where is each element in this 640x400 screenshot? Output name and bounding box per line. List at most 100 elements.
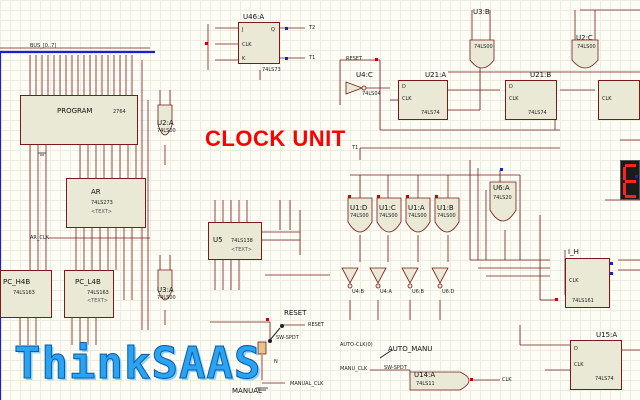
pc-l4b-chip[interactable]: PC_L4B 74LS163 <TEXT> bbox=[64, 270, 114, 318]
net-t2: T2 bbox=[309, 25, 316, 31]
pin-dot bbox=[375, 58, 378, 61]
i-h-part: 74LS161 bbox=[572, 298, 594, 304]
net-reset-switch: RESET bbox=[308, 322, 325, 328]
u15a-pin-d: D bbox=[574, 346, 578, 352]
u21a-pin-d: D bbox=[402, 84, 406, 90]
pin-dot bbox=[635, 175, 638, 178]
segment-f bbox=[623, 167, 626, 180]
u46a-pin-clk: CLK bbox=[242, 42, 252, 48]
u21a-pin-clk: CLK bbox=[402, 96, 412, 102]
u46a-pin-q: Q bbox=[271, 27, 275, 33]
thinksaas-watermark-logo: ThinkSAAS bbox=[13, 338, 262, 390]
right-ff-pin-clk: CLK bbox=[602, 96, 612, 102]
u1a-part: 74LS00 bbox=[408, 213, 427, 219]
auto-manu-switch-label[interactable]: AUTO_MANU bbox=[388, 345, 433, 353]
net-reset-top: RESET bbox=[346, 56, 363, 62]
ar-register-text: <TEXT> bbox=[91, 209, 112, 215]
u15a-flipflop-chip[interactable]: D CLK 74LS74 bbox=[570, 340, 622, 390]
auto-manu-switch-type: SW-SPDT bbox=[384, 365, 407, 371]
pin-dot bbox=[610, 272, 613, 275]
program-rom-part: 2764 bbox=[113, 109, 126, 115]
segment-d bbox=[625, 195, 636, 198]
u21a-flipflop-chip[interactable]: D CLK 74LS74 bbox=[398, 80, 448, 120]
u46a-pin-j: J bbox=[242, 27, 244, 33]
pin-dot bbox=[470, 378, 473, 381]
pin-dot bbox=[348, 195, 351, 198]
i-h-pin-clk: CLK bbox=[569, 278, 579, 284]
u5-decoder-chip[interactable]: U5 74LS138 <TEXT> bbox=[208, 222, 262, 260]
manual-switch-label[interactable]: MANUAL bbox=[232, 387, 262, 395]
u1c-ref: U1:C bbox=[379, 204, 396, 212]
pc-h4b-chip[interactable]: PC_H4B 74LS163 bbox=[0, 270, 52, 318]
pin-dot bbox=[406, 195, 409, 198]
u46a-flipflop-chip[interactable]: J CLK K Q bbox=[238, 22, 280, 64]
reset-switch-label: RESET bbox=[284, 309, 307, 317]
u3a-part: 74LS00 bbox=[157, 295, 176, 301]
u21b-pin-d: D bbox=[509, 84, 513, 90]
u21a-ref: U21:A bbox=[425, 71, 447, 79]
u4c-ref: U4:C bbox=[356, 71, 373, 79]
ar-register-chip[interactable]: AR 74LS273 <TEXT> bbox=[66, 178, 146, 228]
u21b-part: 74LS74 bbox=[528, 110, 547, 116]
auto-clk-tag: AUTO-CLK(0) bbox=[340, 342, 373, 348]
u14a-ref: U14:A bbox=[414, 371, 436, 379]
u15a-part: 74LS74 bbox=[595, 376, 614, 382]
net-t1: T1 bbox=[309, 55, 316, 61]
pc-l4b-ref: PC_L4B bbox=[75, 278, 101, 286]
i-h-ref: I_H bbox=[568, 248, 579, 256]
pin-dot bbox=[610, 262, 613, 265]
u2a-ref: U2:A bbox=[157, 119, 174, 127]
net-clk: CLK bbox=[502, 377, 512, 383]
u6b-ref: U6:B bbox=[412, 289, 424, 295]
u1d-part: 74LS00 bbox=[350, 213, 369, 219]
net-manual-clk: MANUAL_CLK bbox=[290, 381, 324, 387]
u6a-ref: U6:A bbox=[493, 184, 510, 192]
u1d-ref: U1:D bbox=[350, 204, 368, 212]
i-h-counter-chip[interactable]: CLK 74LS161 bbox=[565, 258, 610, 308]
u3b-part: 74LS00 bbox=[474, 44, 493, 50]
segment-g bbox=[625, 180, 636, 183]
net-t1-mid: T1 bbox=[352, 145, 359, 151]
net-ar-clk: AR_CLK bbox=[30, 235, 49, 241]
pin-dot bbox=[435, 195, 438, 198]
u21b-pin-clk: CLK bbox=[509, 96, 519, 102]
u5-text: <TEXT> bbox=[231, 247, 252, 253]
u2c-ref: U2:C bbox=[576, 34, 593, 42]
u4a-ref: U4:A bbox=[380, 289, 392, 295]
u4b-ref: U4:B bbox=[352, 289, 364, 295]
pc-l4b-text: <TEXT> bbox=[87, 298, 108, 304]
ar-register-part: 74LS273 bbox=[91, 200, 113, 206]
net-manu-clk: MANU_CLK bbox=[340, 366, 368, 372]
clock-unit-title: CLOCK UNIT bbox=[205, 126, 346, 151]
pin-dot bbox=[266, 318, 269, 321]
u1b-part: 74LS00 bbox=[437, 213, 456, 219]
seven-segment-display[interactable] bbox=[620, 160, 640, 200]
u15a-ref: U15:A bbox=[596, 331, 618, 339]
u15a-pin-clk: CLK bbox=[574, 362, 584, 368]
u3a-ref: U3:A bbox=[157, 286, 174, 294]
pin-dot bbox=[205, 42, 208, 45]
u46a-pin-k: K bbox=[242, 56, 246, 62]
pin-dot bbox=[377, 195, 380, 198]
u5-part: 74LS138 bbox=[231, 238, 253, 244]
pin-dot bbox=[500, 168, 503, 171]
pc-h4b-ref: PC_H4B bbox=[3, 278, 31, 286]
ar-register-ref: AR bbox=[91, 188, 101, 196]
u21a-part: 74LS74 bbox=[421, 110, 440, 116]
program-rom-chip[interactable]: PROGRAM 2764 bbox=[20, 95, 138, 145]
pc-h4b-part: 74LS163 bbox=[13, 290, 35, 296]
net-n: N bbox=[274, 359, 278, 365]
reset-switch-type: SW-SPDT bbox=[276, 335, 299, 341]
u21b-flipflop-chip[interactable]: D CLK 74LS74 bbox=[505, 80, 557, 120]
u4c-part: 74LS04 bbox=[362, 91, 381, 97]
right-flipflop-chip[interactable]: CLK bbox=[598, 80, 640, 120]
u5-ref: U5 bbox=[213, 236, 223, 244]
bus-label: BUS_[0..7] bbox=[30, 43, 57, 49]
pin-dot bbox=[285, 27, 288, 30]
u14a-part: 74LS11 bbox=[416, 381, 435, 387]
u6a-part: 74LS20 bbox=[493, 195, 512, 201]
u46a-part: 74LS73 bbox=[262, 67, 281, 73]
u6d-ref: U6:D bbox=[442, 289, 455, 295]
